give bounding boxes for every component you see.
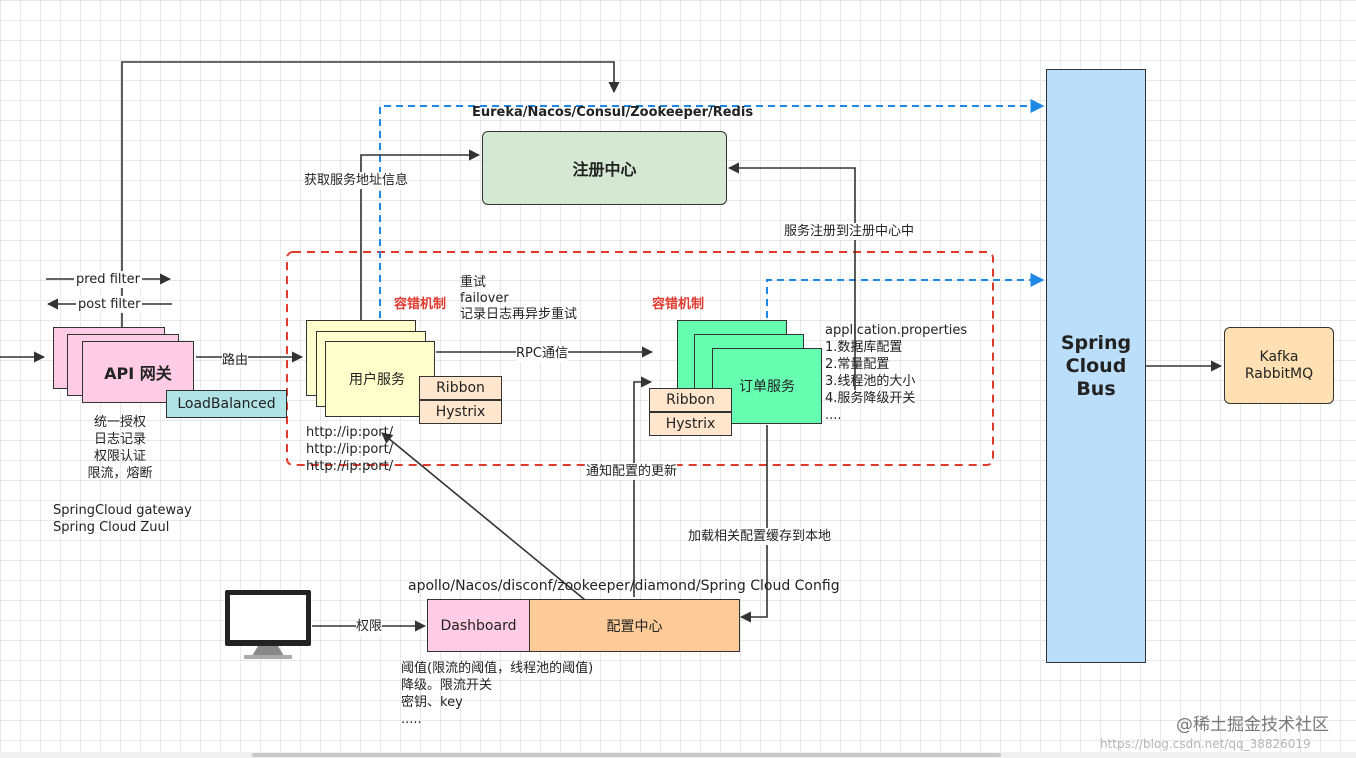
watermark-brand: @稀土掘金技术社区 (1176, 715, 1329, 735)
feature-item: 权限认证 (93, 449, 146, 464)
message-queue-label: Kafka RabbitMQ (1244, 348, 1314, 382)
permission-label: 权限 (356, 618, 383, 635)
bus-link-order (766, 273, 1045, 330)
config-note: 降级。限流开关 (401, 678, 493, 693)
bus-link-user (379, 99, 1045, 330)
register-label: 服务注册到注册中心中 (784, 223, 915, 240)
spring-cloud-bus-label: Spring Cloud Bus (1060, 331, 1132, 400)
user-hystrix-label: Hystrix (435, 404, 486, 420)
get-address-line (360, 149, 481, 320)
load-balanced-label: LoadBalanced (177, 396, 276, 412)
config-note: 阈值(限流的阈值，线程池的阈值) (401, 661, 594, 676)
impl-item: SpringCloud gateway (53, 503, 192, 518)
retry-notes: 重试 failover 记录日志再异步重试 (460, 275, 577, 323)
horizontal-scrollbar-track[interactable] (0, 752, 1356, 758)
order-hystrix-label: Hystrix (665, 416, 716, 432)
monitor-icon (225, 590, 311, 659)
feature-item: 限流，熔断 (87, 466, 153, 481)
registry-box[interactable]: 注册中心 (482, 131, 727, 205)
watermark-url: https://blog.csdn.net/qq_38826019 (1100, 737, 1311, 751)
user-ribbon-label: Ribbon (436, 380, 485, 396)
feature-item: 日志记录 (93, 432, 146, 447)
config-center-label: 配置中心 (606, 618, 663, 635)
user-hystrix-box[interactable]: Hystrix (419, 400, 502, 424)
order-service-label: 订单服务 (739, 379, 795, 395)
registry-label: 注册中心 (572, 160, 637, 179)
prop-item: 4.服务降级开关 (825, 391, 916, 406)
order-hystrix-box[interactable]: Hystrix (649, 412, 732, 436)
notify-config-label: 通知配置的更新 (586, 463, 678, 480)
retry-note: failover (460, 291, 509, 306)
rpc-label: RPC通信 (516, 345, 568, 362)
order-service-box[interactable]: 订单服务 (712, 348, 822, 424)
get-address-label: 获取服务地址信息 (304, 172, 409, 189)
gateway-impls: SpringCloud gateway Spring Cloud Zuul (53, 502, 192, 536)
prop-item: application.properties (825, 323, 968, 338)
retry-note: 重试 (460, 275, 487, 290)
user-ribbon-box[interactable]: Ribbon (419, 376, 502, 400)
user-service-label: 用户服务 (349, 372, 405, 388)
post-filter-label: post filter (76, 296, 143, 313)
fault-tolerance-title-left: 容错机制 (394, 297, 447, 312)
load-balanced-box[interactable]: LoadBalanced (166, 390, 287, 418)
spring-cloud-bus-box[interactable]: Spring Cloud Bus (1046, 69, 1146, 663)
order-ribbon-label: Ribbon (666, 392, 715, 408)
dashboard-box[interactable]: Dashboard (427, 599, 530, 652)
config-center-box[interactable]: 配置中心 (529, 599, 740, 652)
load-config-line (739, 425, 768, 623)
register-line (727, 162, 856, 390)
load-config-label: 加载相关配置缓存到本地 (688, 528, 832, 545)
prop-item: 1.数据库配置 (825, 340, 903, 355)
prop-item: 2.常量配置 (825, 357, 890, 372)
horizontal-scrollbar-thumb[interactable] (252, 753, 1001, 757)
url-item: http://ip:port/ (306, 459, 394, 474)
gateway-to-registry-line (121, 61, 620, 332)
url-item: http://ip:port/ (306, 425, 394, 440)
user-service-urls: http://ip:port/ http://ip:port/ http://i… (306, 424, 393, 475)
route-label: 路由 (222, 352, 249, 369)
config-note: 密钥、key (401, 695, 463, 710)
message-queue-box[interactable]: Kafka RabbitMQ (1224, 327, 1334, 404)
pred-filter-label: pred filter (74, 271, 142, 288)
registry-title: Eureka/Nacos/Consul/Zookeeper/Redis (472, 105, 754, 120)
prop-item: 3.线程池的大小 (825, 374, 916, 389)
feature-item: 统一授权 (93, 415, 146, 430)
order-ribbon-box[interactable]: Ribbon (649, 388, 732, 412)
config-title: apollo/Nacos/disconf/zookeeper/diamond/S… (408, 578, 840, 594)
config-note: ..... (401, 712, 422, 727)
url-item: http://ip:port/ (306, 442, 394, 457)
retry-note: 记录日志再异步重试 (460, 307, 578, 322)
order-service-props: application.properties 1.数据库配置 2.常量配置 3.… (825, 322, 967, 424)
api-gateway-label: API 网关 (104, 364, 172, 383)
config-notes: 阈值(限流的阈值，线程池的阈值) 降级。限流开关 密钥、key ..... (401, 660, 593, 728)
fault-tolerance-title-right: 容错机制 (652, 297, 705, 312)
config-to-user-line (381, 432, 625, 633)
dashboard-label: Dashboard (440, 617, 517, 634)
user-service-box[interactable]: 用户服务 (325, 341, 435, 417)
notify-config-line (633, 376, 653, 597)
impl-item: Spring Cloud Zuul (53, 520, 170, 535)
gateway-features: 统一授权 日志记录 权限认证 限流，熔断 (60, 414, 180, 482)
prop-item: .... (825, 408, 842, 423)
